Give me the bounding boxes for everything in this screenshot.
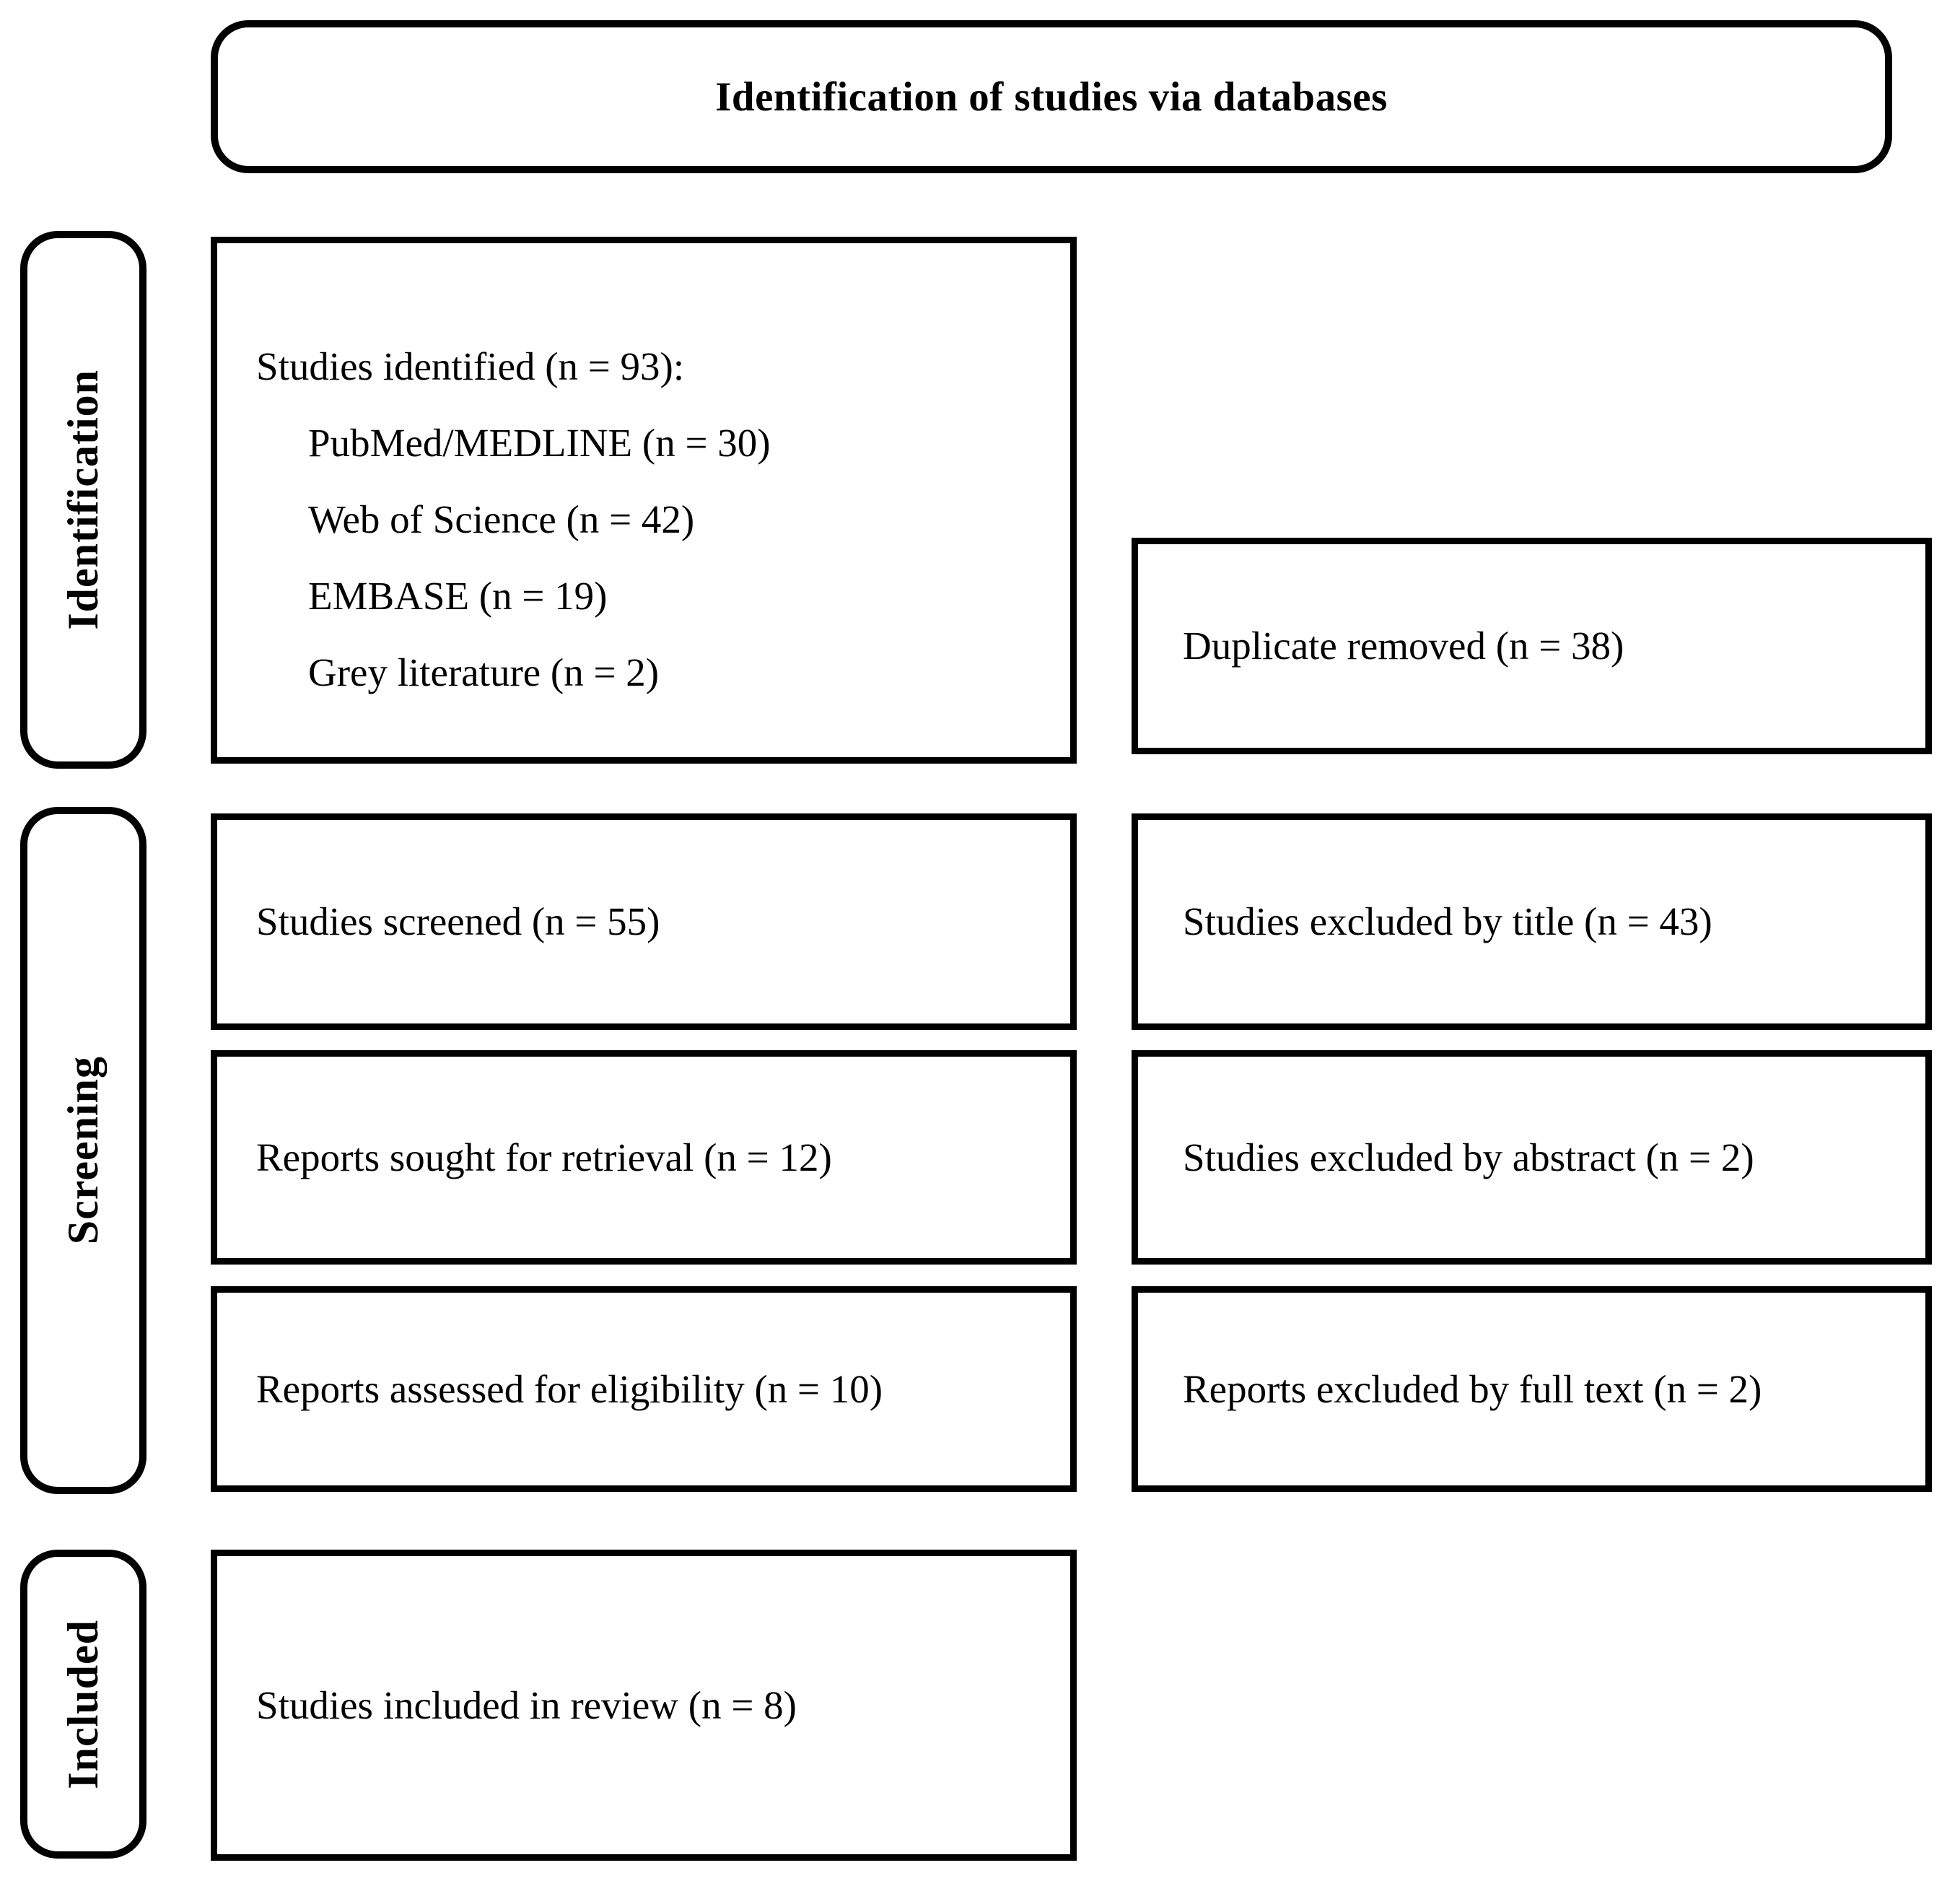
text-line: Studies included in review (n = 8) [256, 1682, 797, 1727]
box-duplicates-removed: Duplicate removed (n = 38) [1132, 538, 1932, 754]
text-line: Reports assessed for eligibility (n = 10… [256, 1366, 883, 1411]
text-line: Studies excluded by title (n = 43) [1183, 899, 1712, 943]
box-studies-screened: Studies screened (n = 55) [211, 813, 1077, 1030]
text-line: Web of Science (n = 42) [308, 497, 695, 541]
text-line: Studies excluded by abstract (n = 2) [1183, 1135, 1754, 1179]
text-line: Reports sought for retrieval (n = 12) [256, 1135, 832, 1179]
box-studies-included: Studies included in review (n = 8) [211, 1550, 1077, 1861]
text-line: Duplicate removed (n = 38) [1183, 624, 1624, 668]
stage-label-identification: Identification [20, 231, 146, 769]
stage-label-included: Included [20, 1550, 146, 1859]
text-line: Studies screened (n = 55) [256, 899, 660, 943]
box-studies-identified: Studies identified (n = 93): PubMed/MEDL… [211, 237, 1077, 764]
stage-label-text: Identification [59, 370, 107, 630]
diagram-title: Identification of studies via databases [715, 74, 1388, 120]
text-line: Studies identified (n = 93): [256, 344, 685, 388]
text-line: Grey literature (n = 2) [308, 650, 660, 694]
text-line: EMBASE (n = 19) [308, 574, 608, 618]
box-reports-sought: Reports sought for retrieval (n = 12) [211, 1050, 1077, 1265]
text-line: PubMed/MEDLINE (n = 30) [308, 421, 771, 465]
title-box: Identification of studies via databases [211, 20, 1892, 173]
box-excluded-by-full-text: Reports excluded by full text (n = 2) [1132, 1286, 1932, 1492]
stage-label-text: Screening [59, 1056, 107, 1245]
box-excluded-by-abstract: Studies excluded by abstract (n = 2) [1132, 1050, 1932, 1265]
box-excluded-by-title: Studies excluded by title (n = 43) [1132, 813, 1932, 1030]
text-line: Reports excluded by full text (n = 2) [1183, 1366, 1762, 1411]
stage-label-text: Included [59, 1619, 107, 1789]
stage-label-screening: Screening [20, 807, 146, 1494]
box-reports-assessed: Reports assessed for eligibility (n = 10… [211, 1286, 1077, 1492]
